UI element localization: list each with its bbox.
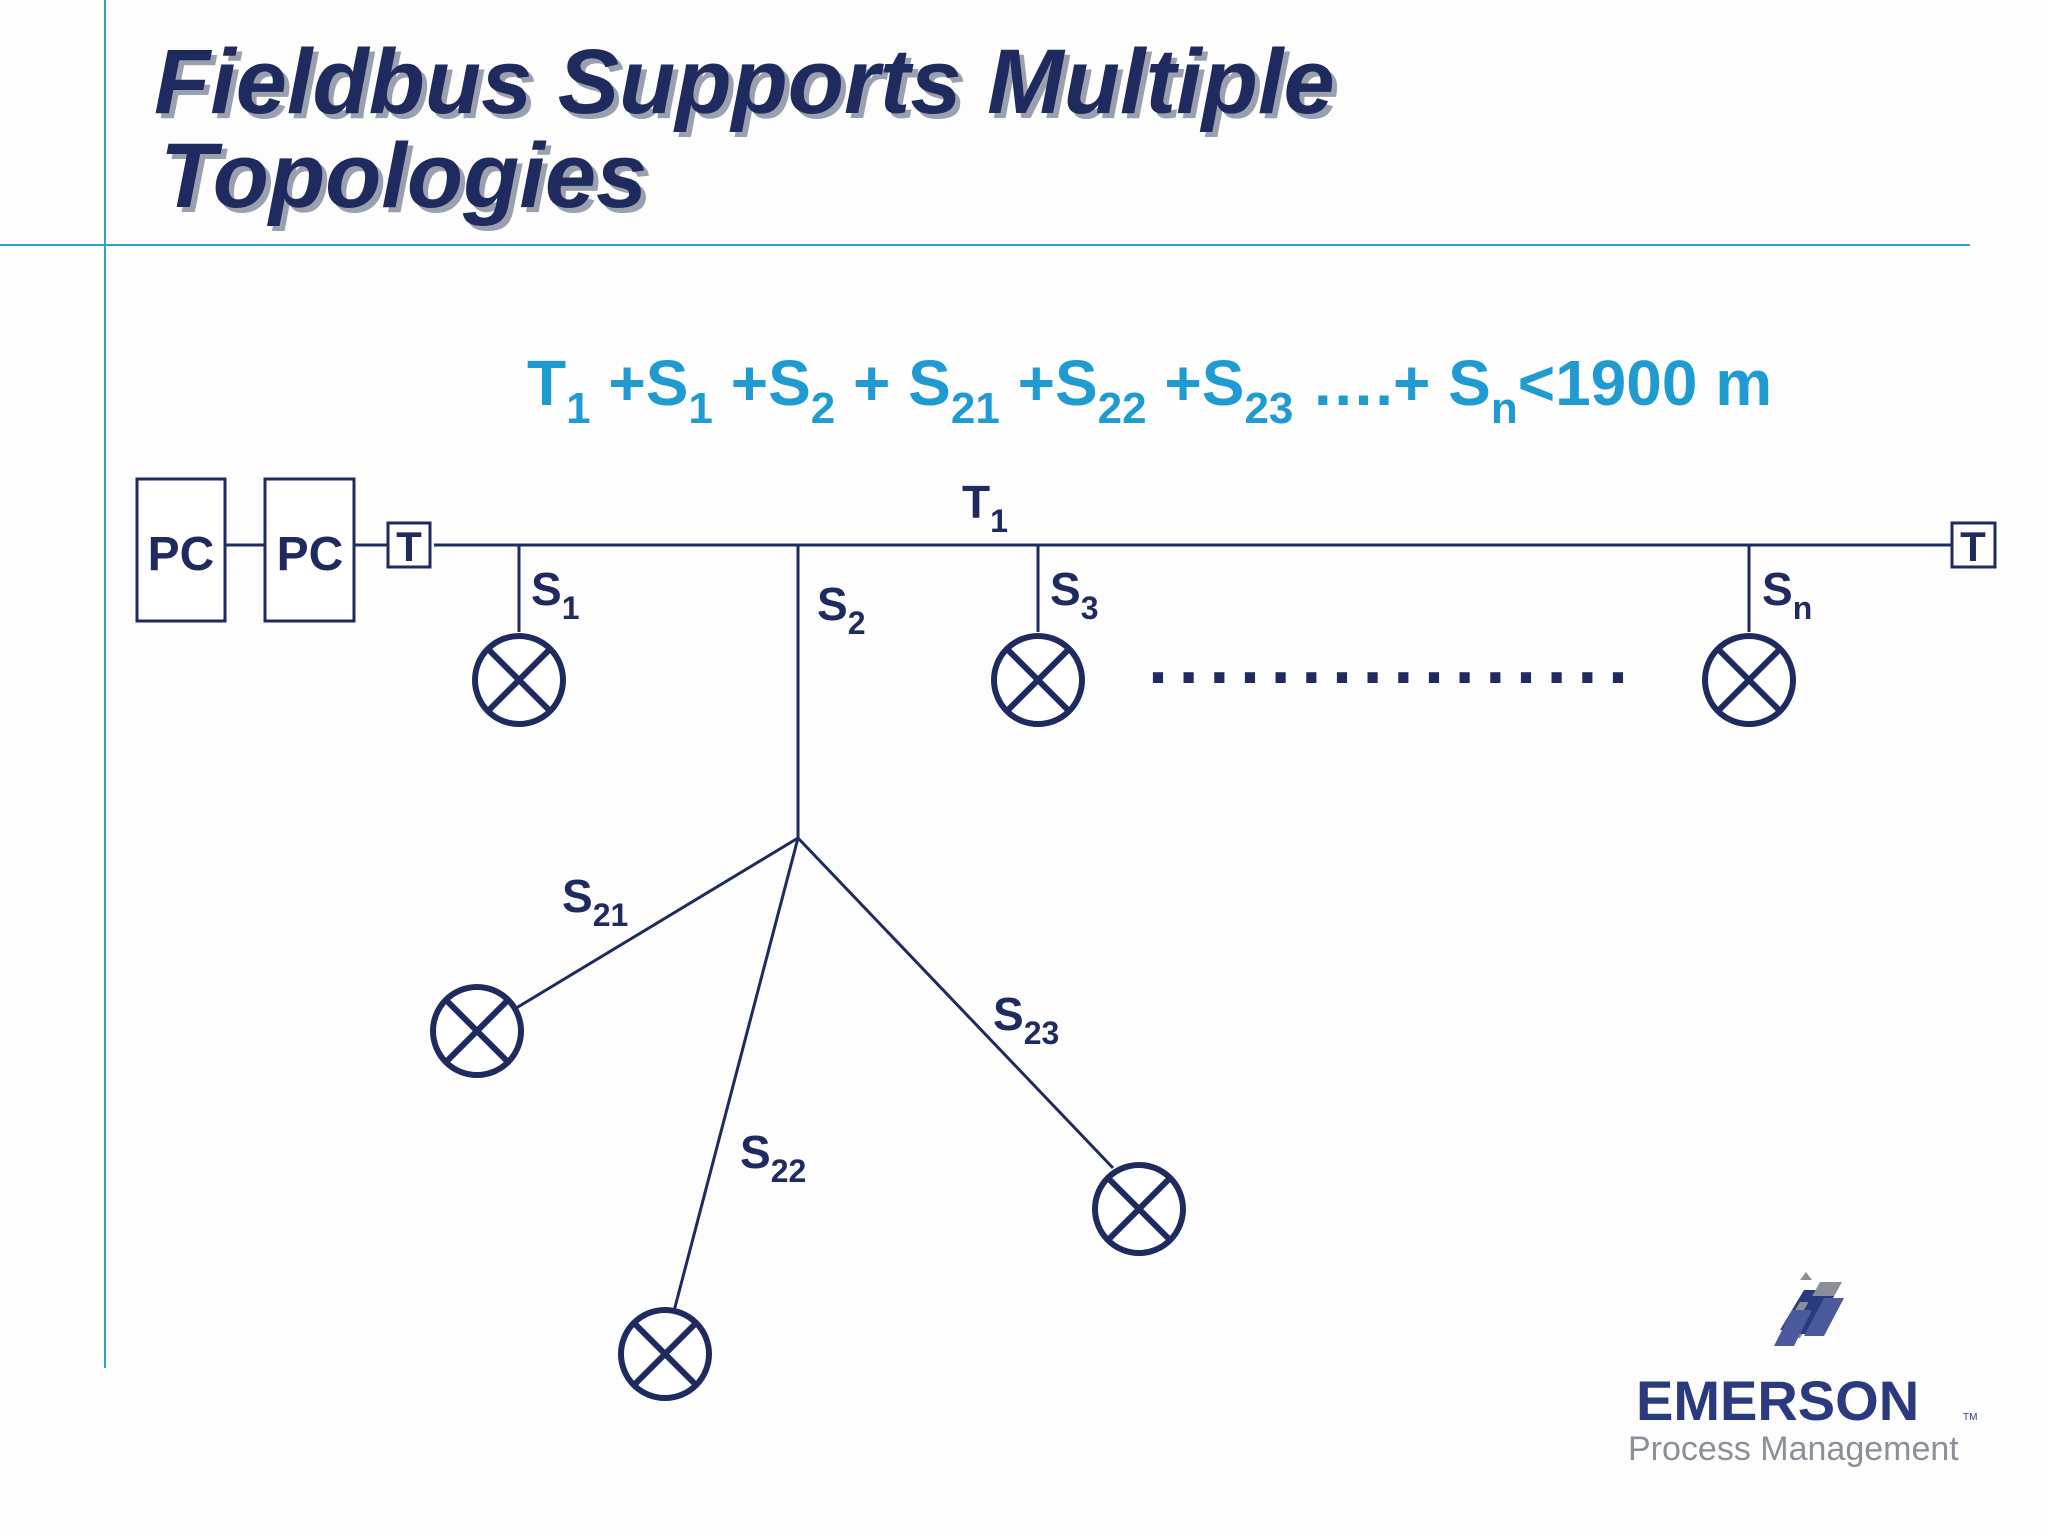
label-s3: S3	[1050, 563, 1098, 626]
label-s2-sub: 2	[848, 605, 866, 641]
device-s23	[1092, 1162, 1186, 1256]
spur-s21	[507, 836, 799, 1015]
label-s21-sub: 21	[593, 897, 629, 933]
spur-s22	[672, 837, 800, 1312]
formula-s1: +S	[591, 347, 689, 419]
title-line-1-shadow: Fieldbus Supports Multiple	[159, 36, 1340, 138]
formula-s21-sub: 21	[951, 384, 1000, 433]
label-sn-sub: n	[1793, 590, 1813, 626]
label-s22: S22	[740, 1126, 806, 1189]
label-s2-base: S	[817, 578, 848, 630]
circle-x-icon	[991, 633, 1085, 727]
wiring	[225, 543, 1960, 1312]
spur-s23	[796, 836, 1115, 1170]
formula-s2-sub: 2	[811, 384, 835, 433]
terminator-right: T	[1950, 521, 1997, 570]
logo-trademark: TM	[1963, 1412, 1977, 1423]
label-s23-sub: 23	[1024, 1015, 1060, 1051]
logo-subtitle: Process Management	[1628, 1430, 1959, 1468]
title-line-2: Topologies	[160, 125, 647, 227]
label-s3-base: S	[1050, 563, 1081, 615]
label-s3-sub: 3	[1081, 590, 1099, 626]
label-s22-sub: 22	[771, 1153, 807, 1189]
circle-x-icon	[618, 1307, 712, 1401]
label-s1-sub: 1	[562, 590, 580, 626]
formula-s23: +S	[1147, 347, 1245, 419]
emerson-logo-icon	[1774, 1272, 1844, 1346]
formula-s21: + S	[835, 347, 951, 419]
circle-x-icon	[1092, 1162, 1186, 1256]
label-s23: S23	[993, 988, 1059, 1051]
pc-1-label: PC	[148, 528, 215, 581]
formula-sn-sub: n	[1491, 384, 1518, 433]
formula-t1: T	[527, 347, 566, 419]
device-s22	[618, 1307, 712, 1401]
circle-x-icon	[1702, 633, 1796, 727]
label-t1-base: T	[962, 476, 990, 528]
terminator-right-label: T	[1960, 523, 1986, 570]
emerson-logo: EMERSON TM Process Management	[1628, 1272, 1977, 1468]
device-s3	[991, 633, 1085, 727]
title-line-2-shadow: Topologies	[165, 130, 652, 232]
pc-2-label: PC	[277, 528, 344, 581]
label-sn-base: S	[1762, 563, 1793, 615]
formula-t1-sub: 1	[566, 384, 590, 433]
formula-sn: ….+ S	[1293, 347, 1490, 419]
logo-wordmark: EMERSON	[1636, 1369, 1919, 1432]
formula-s22-sub: 22	[1098, 384, 1147, 433]
label-s22-base: S	[740, 1126, 771, 1178]
formula-s1-sub: 1	[688, 384, 712, 433]
more-devices-ellipsis: ................	[1148, 619, 1628, 699]
label-s2: S2	[817, 578, 865, 641]
slide-title: Fieldbus Supports Multiple Fieldbus Supp…	[154, 31, 1340, 232]
formula-s2: +S	[713, 347, 811, 419]
label-s21-base: S	[562, 870, 593, 922]
label-t1-sub: 1	[990, 503, 1008, 539]
pc-box-2: PC	[263, 477, 356, 623]
label-s1: S1	[531, 563, 579, 626]
device-sn	[1702, 633, 1796, 727]
title-line-1: Fieldbus Supports Multiple	[154, 31, 1335, 133]
length-formula: T1 +S1 +S2 + S21 +S22 +S23 ….+ Sn<1900 m	[527, 347, 1772, 433]
circle-x-icon	[430, 984, 524, 1078]
terminator-left-label: T	[396, 523, 422, 570]
circle-x-icon	[472, 633, 566, 727]
pc-box-1: PC	[135, 477, 227, 623]
label-t1: T1	[962, 476, 1008, 539]
label-s23-base: S	[993, 988, 1024, 1040]
device-s1	[472, 633, 566, 727]
device-s21	[430, 984, 524, 1078]
formula-limit: <1900 m	[1518, 347, 1772, 419]
terminator-left: T	[386, 521, 432, 570]
formula-s22: +S	[1000, 347, 1098, 419]
label-sn: Sn	[1762, 563, 1812, 626]
formula-s23-sub: 23	[1244, 384, 1293, 433]
label-s1-base: S	[531, 563, 562, 615]
label-s21: S21	[562, 870, 628, 933]
